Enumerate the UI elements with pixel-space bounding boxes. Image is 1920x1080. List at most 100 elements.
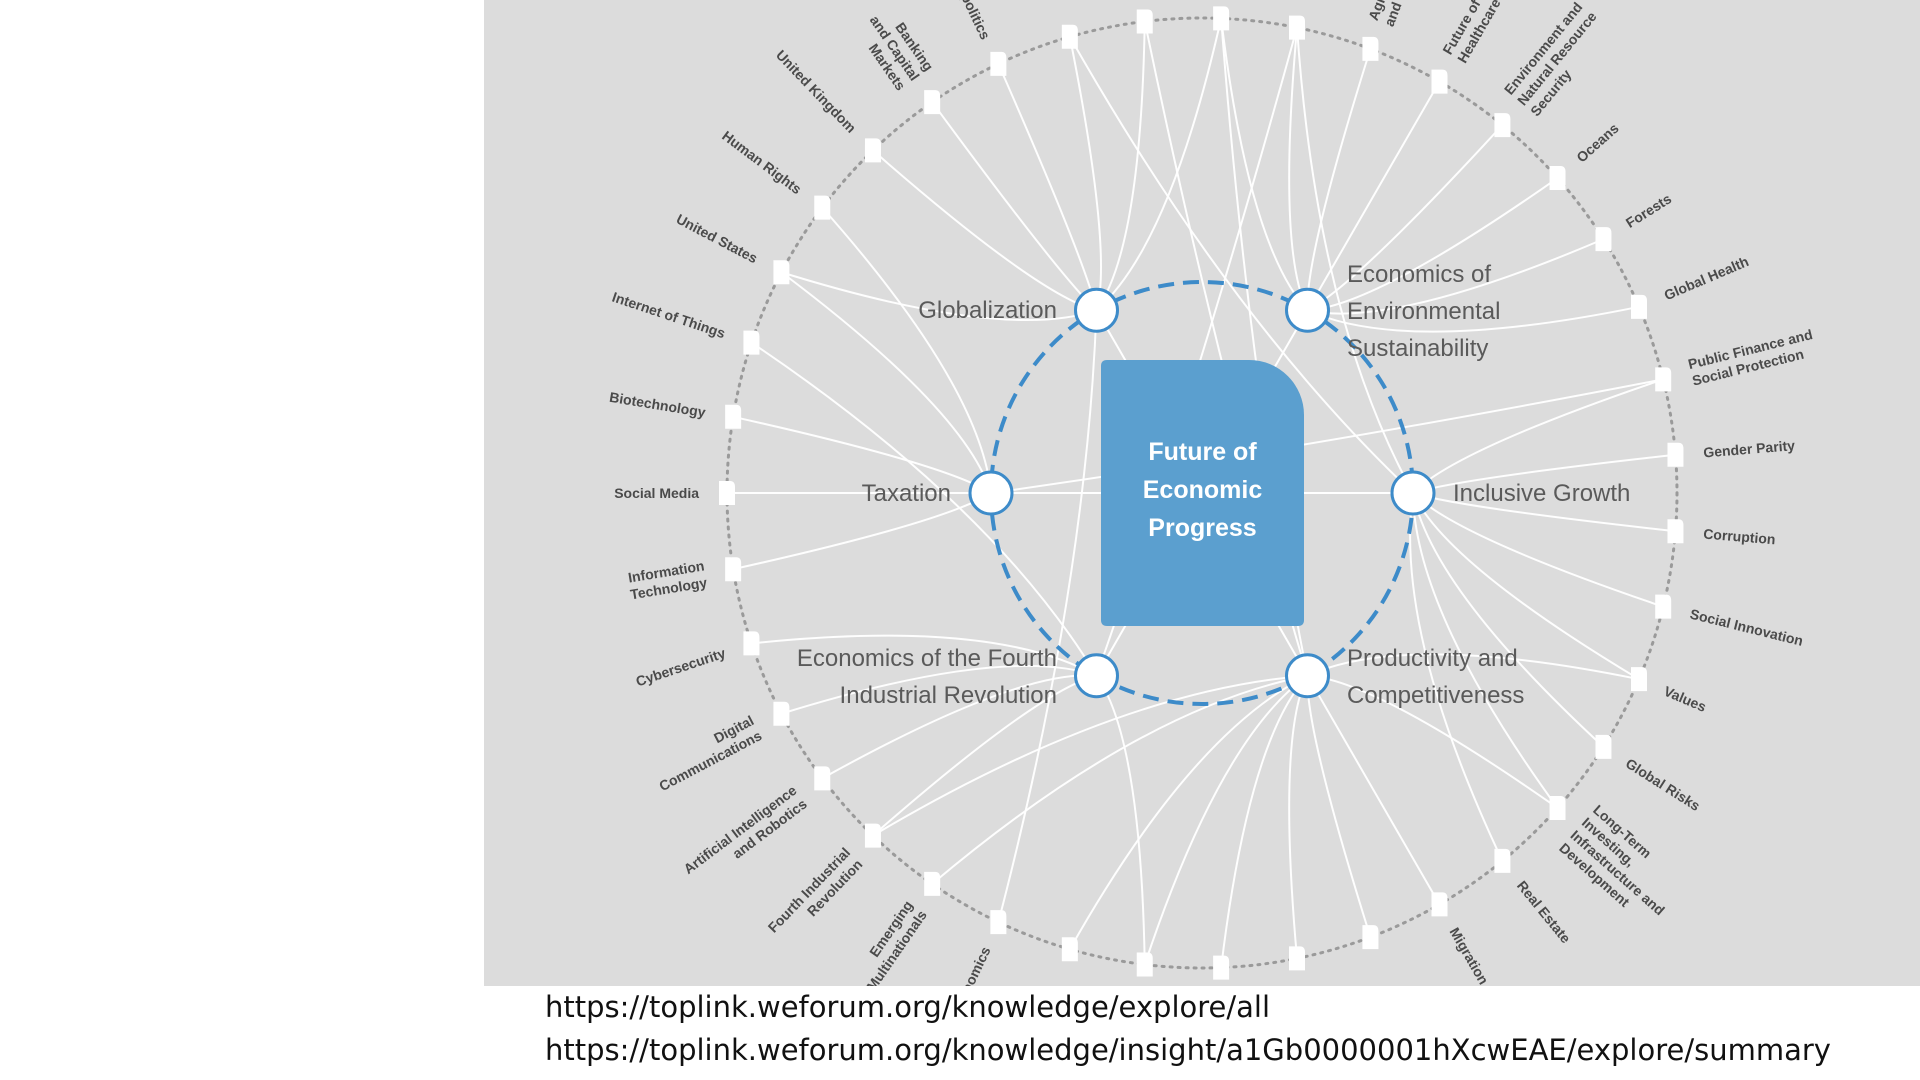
topic-label-text[interactable]: Fourth IndustrialRevolution (765, 844, 866, 947)
topic-label[interactable]: Internet of Things (610, 289, 727, 342)
topic-node[interactable] (990, 51, 1007, 76)
topic-label-text[interactable]: InformationTechnology (626, 557, 708, 602)
hub-label[interactable]: Economics of the Fourth (797, 645, 1057, 672)
topic-label[interactable]: InformationTechnology (626, 557, 708, 602)
topic-label[interactable]: EmergingMultinationals (849, 897, 930, 986)
hub-node[interactable] (1074, 287, 1119, 333)
hub-node[interactable] (1390, 470, 1436, 516)
hub-label[interactable]: Globalization (918, 297, 1057, 324)
topic-node[interactable] (924, 871, 941, 896)
topic-node[interactable] (1362, 36, 1379, 61)
topic-label[interactable]: United Kingdom (773, 47, 859, 136)
topic-label-text[interactable]: Global Risks (1623, 755, 1703, 814)
topic-node[interactable] (1431, 69, 1448, 94)
topic-node[interactable] (1289, 15, 1306, 40)
topic-label-text[interactable]: Future ofHealthcare (1439, 0, 1503, 66)
topic-label-text[interactable]: United States (674, 211, 761, 267)
topic-label[interactable]: Human Rights (719, 127, 805, 197)
hub-label[interactable]: Environmental (1347, 298, 1500, 325)
hub-label[interactable]: Inclusive Growth (1453, 480, 1630, 507)
topic-label[interactable]: Public Finance andSocial Protection (1686, 326, 1818, 389)
topic-label-text[interactable]: Real Estate (1514, 878, 1574, 947)
topic-label-text[interactable]: Corruption (1703, 526, 1776, 548)
hub-label[interactable]: Economics of (1347, 261, 1491, 288)
url-insight-summary[interactable]: https://toplink.weforum.org/knowledge/in… (545, 1033, 1831, 1067)
topic-node[interactable] (1213, 955, 1230, 980)
topic-label[interactable]: Social Media (614, 485, 699, 501)
topic-label-text[interactable]: Bankingand CapitalMarkets (853, 3, 937, 94)
topic-label-text[interactable]: Long-TermInvesting,Infrastructure andDev… (1556, 801, 1690, 931)
topic-node[interactable] (725, 404, 742, 429)
hub-label[interactable]: Competitiveness (1347, 682, 1524, 709)
topic-node[interactable] (1667, 442, 1684, 467)
topic-node[interactable] (1549, 795, 1566, 820)
topic-label[interactable]: Cybersecurity (634, 645, 728, 690)
topic-label-text[interactable]: Human Rights (719, 127, 805, 197)
hub-node[interactable] (1285, 287, 1330, 333)
hub-label[interactable]: Taxation (862, 480, 951, 507)
topic-node[interactable] (1549, 166, 1566, 191)
topic-label[interactable]: Long-TermInvesting,Infrastructure andDev… (1556, 801, 1690, 931)
topic-label-text[interactable]: Migration (1447, 925, 1492, 986)
topic-label-text[interactable]: Gender Parity (1703, 437, 1796, 460)
topic-label[interactable]: Future ofHealthcare (1439, 0, 1503, 66)
topic-node[interactable] (743, 631, 760, 656)
topic-node[interactable] (1494, 113, 1511, 138)
hub-label[interactable]: Industrial Revolution (840, 682, 1057, 709)
topic-label[interactable]: Forests (1623, 190, 1674, 231)
topic-node[interactable] (1595, 227, 1612, 252)
topic-label[interactable]: Corruption (1703, 526, 1776, 548)
topic-node[interactable] (1630, 294, 1647, 319)
topic-label-text[interactable]: Cybersecurity (634, 645, 728, 690)
topic-label[interactable]: United States (674, 211, 761, 267)
topic-label-text[interactable]: Global Health (1662, 253, 1751, 303)
topic-node[interactable] (1431, 892, 1448, 917)
topic-node[interactable] (1136, 9, 1153, 34)
topic-label[interactable]: Geopolitics (946, 0, 993, 42)
topic-label[interactable]: Oceans (1573, 120, 1622, 166)
topic-label[interactable]: Agriculture, Foodand Beverage (1365, 0, 1437, 29)
topic-node[interactable] (990, 910, 1007, 935)
topic-node[interactable] (924, 90, 941, 115)
topic-node[interactable] (1061, 937, 1078, 962)
topic-label[interactable]: Real Estate (1514, 878, 1574, 947)
topic-label-text[interactable]: Geopolitics (946, 0, 993, 42)
topic-node[interactable] (1213, 6, 1230, 31)
topic-node[interactable] (1362, 925, 1379, 950)
topic-node[interactable] (814, 766, 831, 791)
topic-node[interactable] (1595, 734, 1612, 759)
topic-node[interactable] (773, 701, 790, 726)
topic-node[interactable] (1136, 952, 1153, 977)
topic-label[interactable]: Artificial Intelligenceand Robotics (680, 782, 809, 891)
topic-label-text[interactable]: Oceans (1573, 120, 1622, 166)
topic-label[interactable]: Migration (1447, 925, 1492, 986)
topic-label-text[interactable]: EmergingMultinationals (849, 897, 930, 986)
topic-label-text[interactable]: Agriculture, Foodand Beverage (1365, 0, 1437, 29)
topic-node[interactable] (1061, 24, 1078, 49)
topic-node[interactable] (1494, 848, 1511, 873)
topic-label-text[interactable]: Social Media (614, 485, 699, 501)
topic-label-text[interactable]: United Kingdom (773, 47, 859, 136)
topic-label-text[interactable]: DigitalCommunications (648, 712, 764, 794)
topic-node[interactable] (814, 195, 831, 220)
topic-node[interactable] (1667, 519, 1684, 544)
hub-node[interactable] (1074, 653, 1119, 699)
topic-label-text[interactable]: Biotechnology (608, 389, 707, 420)
topic-node[interactable] (1655, 594, 1672, 619)
topic-label[interactable]: DigitalCommunications (648, 712, 764, 794)
topic-label-text[interactable]: Economics (947, 944, 994, 986)
hub-label[interactable]: Sustainability (1347, 335, 1488, 362)
topic-label-text[interactable]: Artificial Intelligenceand Robotics (680, 782, 809, 891)
topic-label[interactable]: Bankingand CapitalMarkets (853, 3, 937, 94)
topic-label-text[interactable]: Public Finance andSocial Protection (1686, 326, 1818, 389)
topic-label[interactable]: Fourth IndustrialRevolution (765, 844, 866, 947)
topic-label[interactable]: Biotechnology (608, 389, 707, 420)
topic-node[interactable] (1655, 367, 1672, 392)
hub-node[interactable] (1285, 653, 1330, 699)
topic-label-text[interactable]: Forests (1623, 190, 1674, 231)
topic-node[interactable] (743, 330, 760, 355)
topic-node[interactable] (864, 138, 881, 163)
topic-label[interactable]: Gender Parity (1703, 437, 1796, 460)
topic-node[interactable] (719, 481, 735, 505)
topic-label[interactable]: Social Innovation (1688, 606, 1804, 649)
